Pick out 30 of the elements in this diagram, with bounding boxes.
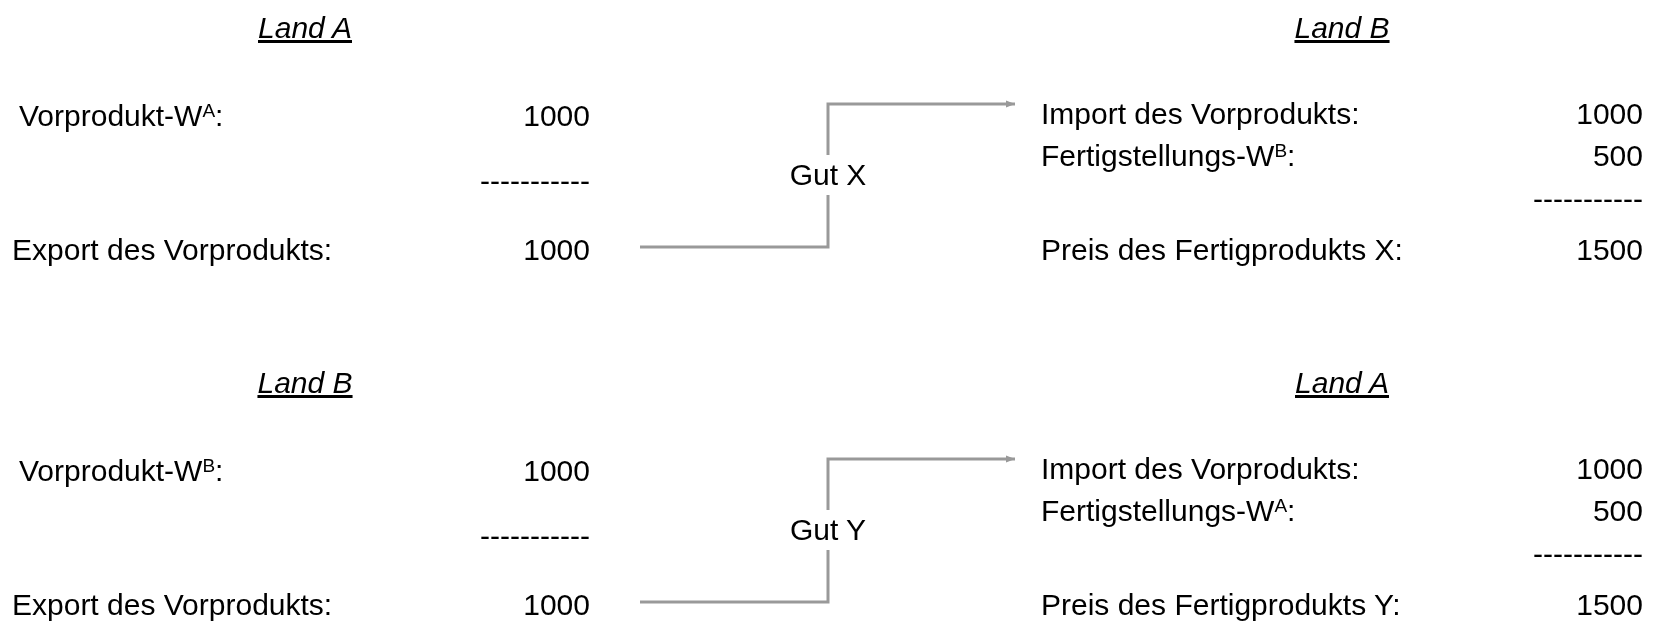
amount: 500 — [1592, 140, 1643, 172]
row-label: Fertigstellungs-W$^{A}$: — [1041, 495, 1296, 527]
separator-dashes: ----------- — [480, 165, 590, 197]
row-label: Import des Vorprodukts: — [1041, 98, 1360, 130]
amount: 1000 — [523, 234, 590, 266]
separator-dashes: ----------- — [1533, 183, 1643, 215]
amount: 500 — [1592, 495, 1643, 527]
row-label: Preis des Fertigprodukts Y: — [1041, 589, 1401, 621]
section-heading: Land A — [1295, 367, 1389, 399]
arrow — [640, 455, 1015, 604]
arrow — [640, 100, 1015, 249]
row-label: Export des Vorprodukts: — [12, 589, 333, 621]
separator-dashes: ----------- — [1533, 538, 1643, 570]
row-label: Vorprodukt-W$^{A}$: — [19, 100, 224, 132]
row-label: Export des Vorprodukts: — [12, 234, 333, 266]
amount: 1000 — [1576, 98, 1643, 130]
amount: 1500 — [1576, 234, 1643, 266]
row-label: Preis des Fertigprodukts X: — [1041, 234, 1403, 266]
section-heading: Land B — [1294, 12, 1390, 44]
row-label: Fertigstellungs-W$^{B}$: — [1041, 140, 1296, 172]
amount: 1000 — [523, 100, 590, 132]
separator-dashes: ----------- — [480, 520, 590, 552]
amount: 1000 — [523, 589, 590, 621]
section-heading: Land B — [257, 367, 353, 399]
row-label: Import des Vorprodukts: — [1041, 453, 1360, 485]
amount: 1500 — [1576, 589, 1643, 621]
row-label: Vorprodukt-W$^{B}$: — [19, 455, 224, 487]
amount: 1000 — [523, 455, 590, 487]
amount: 1000 — [1576, 453, 1643, 485]
section-heading: Land A — [258, 12, 352, 44]
